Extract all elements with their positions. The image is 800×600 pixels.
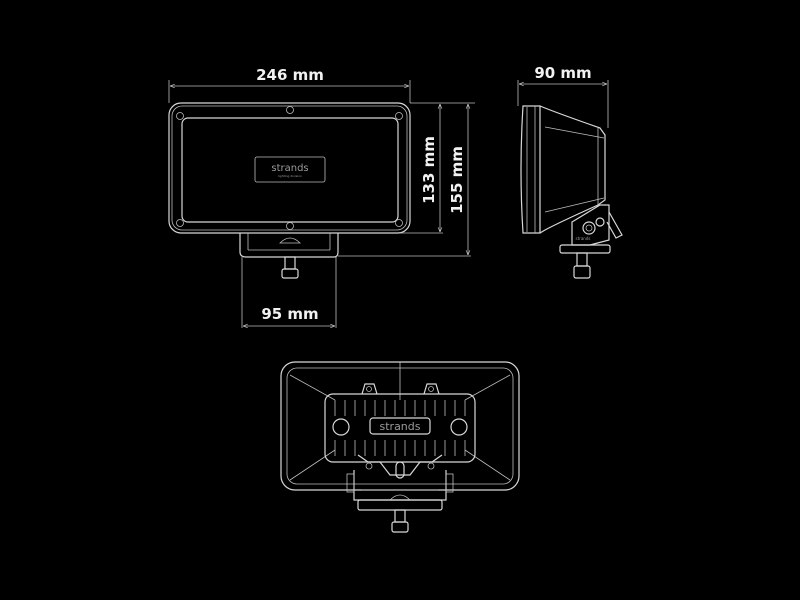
dimension-total-height: 155 mm [338, 104, 471, 257]
dimension-bracket-width: 95 mm [241, 257, 337, 328]
dimension-label: 246 mm [256, 66, 324, 84]
dimension-depth: 90 mm [517, 64, 609, 128]
side-view: strands [520, 105, 623, 279]
front-logo: strands lighting division [254, 156, 326, 183]
dimension-label: 90 mm [534, 64, 591, 82]
logo-text: strands [271, 163, 308, 174]
logo-text: strands [380, 420, 421, 433]
screw-icons [176, 106, 403, 230]
front-view: strands lighting division [168, 102, 411, 279]
fins [334, 400, 466, 456]
dimension-width: 246 mm [168, 66, 411, 103]
dimension-label: 95 mm [261, 305, 318, 323]
dimension-label: 133 mm [420, 136, 438, 204]
logo-text: lighting division [278, 174, 302, 178]
dimension-lens-height: 133 mm [400, 102, 475, 234]
back-view: strands [280, 361, 520, 533]
dimension-label: 155 mm [448, 146, 466, 214]
logo-text: strands [576, 236, 591, 241]
front-bracket [239, 233, 339, 279]
